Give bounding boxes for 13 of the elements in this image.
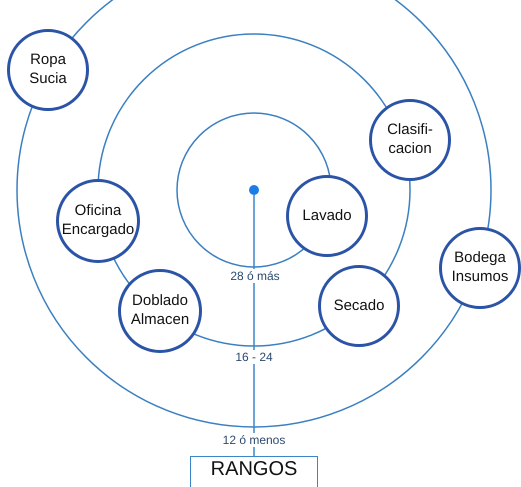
node-label: Doblado Almacen [130, 292, 190, 330]
node-label: Oficina Encargado [60, 202, 136, 240]
range-label: 28 ó más [228, 269, 282, 283]
range-label: 12 ó menos [220, 433, 288, 447]
node-label: Ropa Sucia [28, 51, 68, 89]
node-label: Clasifi- cacion [386, 121, 434, 159]
center-dot [249, 185, 259, 195]
node-label: Secado [332, 296, 386, 316]
box-label: RANGOS [210, 457, 298, 482]
range-label: 16 - 24 [233, 350, 275, 364]
title-box [190, 456, 318, 487]
node-label: Lavado [301, 206, 353, 226]
node-label: Bodega Insumos [450, 249, 510, 287]
